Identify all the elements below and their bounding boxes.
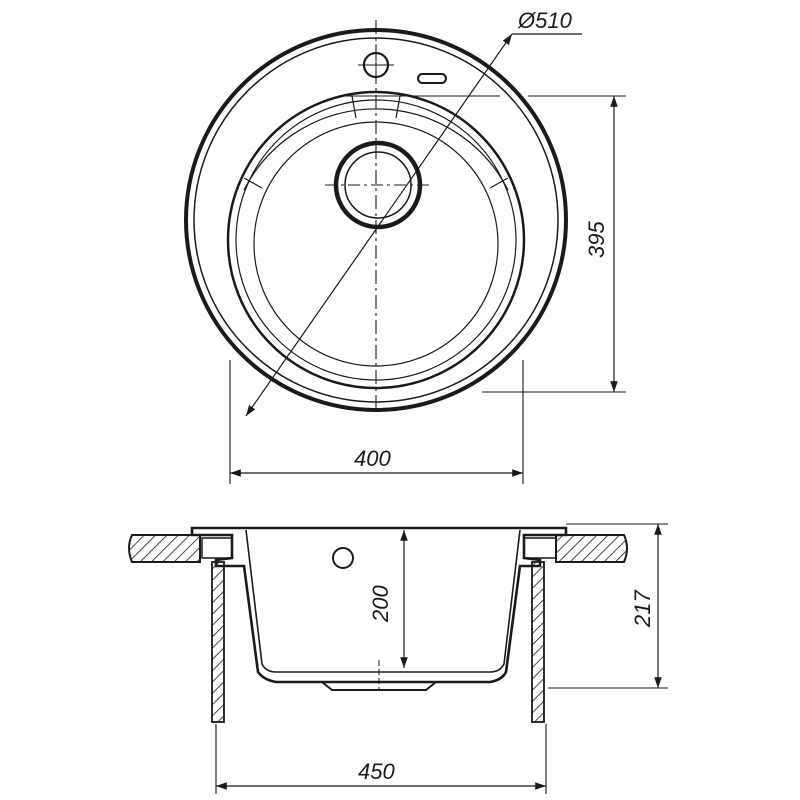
overflow-hole-side bbox=[332, 547, 354, 569]
overflow-slot bbox=[417, 73, 447, 84]
dimension-bowl-depth-outer: 395 bbox=[584, 221, 609, 258]
side-section-view bbox=[128, 523, 668, 794]
dimension-outer-diameter: Ø510 bbox=[517, 8, 573, 33]
ledge-tick-center-left bbox=[351, 95, 357, 119]
bowl-inner-wall bbox=[245, 529, 521, 673]
diameter-leader bbox=[245, 33, 513, 417]
countertop-right bbox=[555, 534, 628, 563]
dimension-total-height: 217 bbox=[630, 590, 655, 628]
dimension-cutout-width: 450 bbox=[358, 759, 395, 784]
cabinet-wall-right bbox=[531, 561, 545, 723]
dimension-depth: 200 bbox=[368, 585, 393, 623]
sink-rim bbox=[190, 526, 568, 684]
ledge-tick-center-right bbox=[395, 95, 401, 119]
cabinet-wall-left bbox=[211, 561, 225, 723]
countertop-left bbox=[128, 534, 201, 563]
top-view bbox=[184, 20, 626, 484]
flange-right bbox=[523, 537, 557, 559]
flange-left bbox=[201, 537, 233, 559]
dimension-bowl-width: 400 bbox=[354, 446, 391, 471]
